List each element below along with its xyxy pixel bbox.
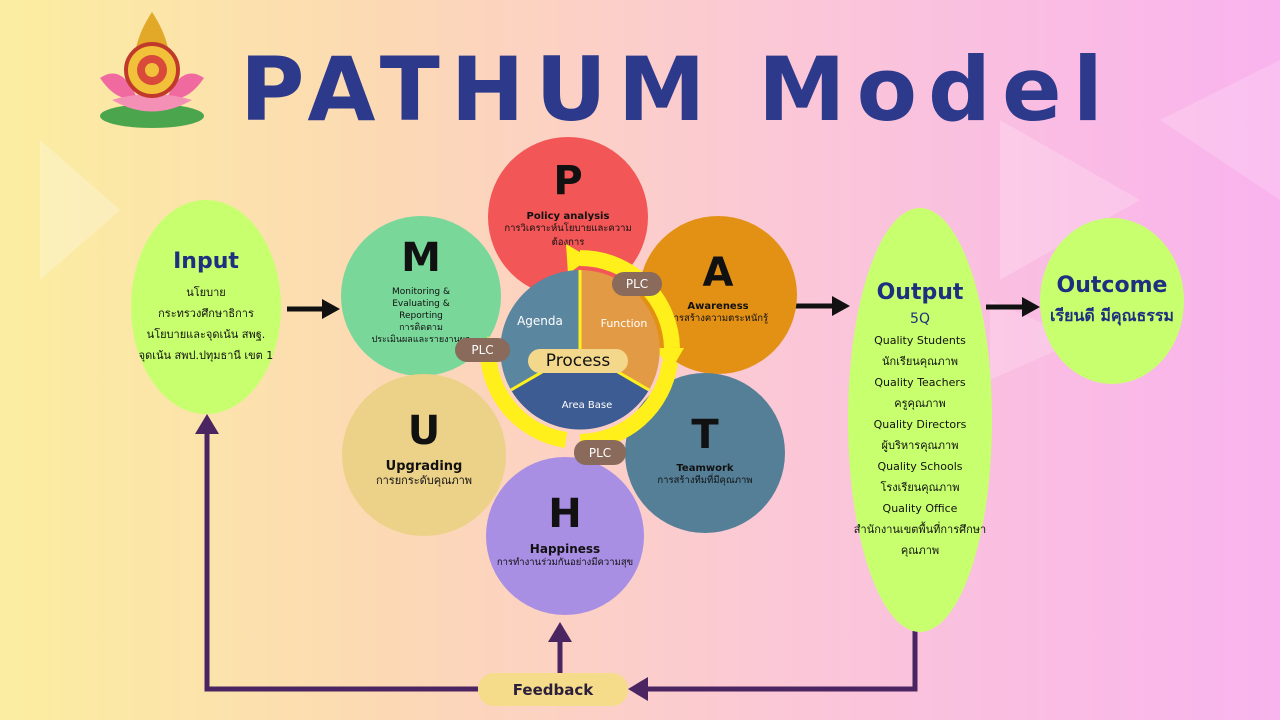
circle-h: H Happiness การทำงานร่วมกันอย่างมีความสุ… [486,457,644,615]
output-line: ครูคุณภาพ [894,396,946,410]
feedback-label: Feedback [478,673,628,706]
output-line: นักเรียนคุณภาพ [881,354,959,368]
input-line: นโยบาย [186,285,226,299]
output-line: ผู้บริหารคุณภาพ [881,438,959,452]
segment-function: Function [600,317,648,330]
a-subtitle: การสร้างความตระหนักรู้ [667,312,769,324]
output-line: คุณภาพ [900,543,940,557]
process-label: Process [528,349,628,373]
input-line: จุดเน้น สพป.ปทุมธานี เขต 1 [138,348,274,362]
t-subtitle: การสร้างทีมที่มีคุณภาพ [657,474,753,486]
letter-p: P [553,157,583,204]
segment-agenda: Agenda [517,314,563,328]
emblem-logo [100,12,204,128]
m-line: Evaluating & [392,299,450,309]
output-line: โรงเรียนคุณภาพ [880,480,960,494]
letter-m: M [401,235,441,281]
input-line: กระทรวงศึกษาธิการ [158,306,254,320]
feedback-text: Feedback [512,680,594,699]
process-text: Process [545,351,611,371]
t-title: Teamwork [676,462,734,474]
u-subtitle: การยกระดับคุณภาพ [375,473,473,487]
segment-area-base: Area Base [561,400,613,411]
outcome-text: เรียนดี มีคุณธรรม [1050,306,1174,325]
letter-u: U [407,407,441,454]
page-title: PATHUM Model [240,38,1114,141]
p-subtitle: การวิเคราะห์นโยบายและความต้องการ [504,222,632,248]
plc-badge-top: PLC [612,272,662,296]
output-line: สำนักงานเขตพื้นที่การศึกษา [853,522,987,536]
m-line: Monitoring & [391,287,450,297]
output-line: Quality Students [874,333,966,347]
outcome-oval: Outcome เรียนดี มีคุณธรรม [1040,218,1184,384]
input-line: นโยบายและจุดเน้น สพฐ. [146,327,266,341]
output-oval: Output 5Q Quality Students นักเรียนคุณภา… [848,208,992,632]
plc-badge-left: PLC [455,338,510,362]
m-line: Reporting [399,311,443,321]
input-title: Input [173,248,239,274]
u-title: Upgrading [385,458,463,474]
m-line: การติดตาม [399,323,443,333]
output-line: 5Q [910,310,930,327]
output-line: Quality Teachers [874,375,966,389]
letter-t: T [691,411,719,458]
output-line: Quality Schools [877,459,963,473]
outcome-title: Outcome [1056,273,1168,298]
circle-u: U Upgrading การยกระดับคุณภาพ [342,374,506,536]
plc-badge-bottom: PLC [574,440,626,465]
m-line: ประเมินผลและรายงานผล [371,335,471,345]
letter-h: H [548,491,582,537]
p-title: Policy analysis [526,210,610,222]
output-line: Quality Office [882,501,958,515]
output-line: Quality Directors [873,417,967,431]
letter-a: A [702,249,734,296]
output-title: Output [876,279,964,305]
h-subtitle: การทำงานร่วมกันอย่างมีความสุข [496,557,634,568]
input-oval: Input นโยบาย กระทรวงศึกษาธิการ นโยบายและ… [131,200,281,414]
a-title: Awareness [687,300,749,312]
h-title: Happiness [529,542,601,556]
